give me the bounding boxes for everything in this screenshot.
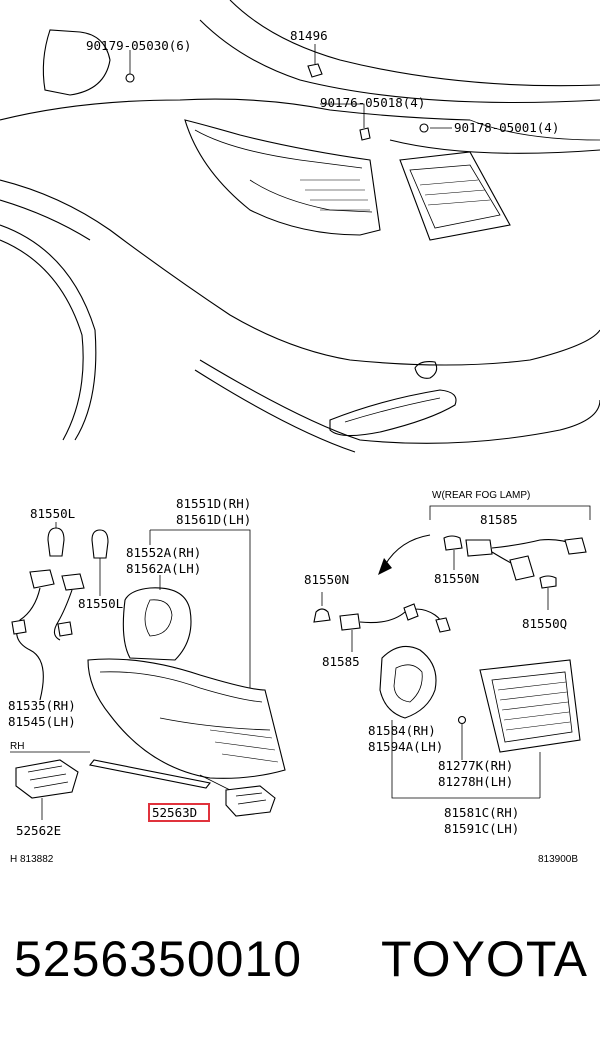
callout-81277K: 81277K(RH)	[438, 758, 513, 773]
parts-diagram: 90179-05030(6) 81496 90176-05018(4) 9017…	[0, 0, 600, 865]
car-rear-illustration	[0, 0, 600, 453]
callout-90178: 90178-05001(4)	[454, 120, 559, 135]
callout-81562A: 81562A(LH)	[126, 561, 201, 576]
callout-81545: 81545(LH)	[8, 714, 76, 729]
part-number: 5256350010	[14, 931, 303, 987]
callout-81551D: 81551D(RH)	[176, 496, 251, 511]
brand-name: TOYOTA	[381, 931, 588, 987]
figure-code-right: 813900B	[538, 854, 578, 865]
callout-81585-mid: 81585	[322, 654, 360, 669]
callout-81550L-top: 81550L	[30, 506, 75, 521]
footer: 5256350010 TOYOTA	[0, 930, 600, 1020]
callout-81535: 81535(RH)	[8, 698, 76, 713]
callout-81496: 81496	[290, 28, 328, 43]
callout-81584: 81584(RH)	[368, 723, 436, 738]
callout-90176: 90176-05018(4)	[320, 95, 425, 110]
callout-81550Q: 81550Q	[522, 616, 567, 631]
left-assembly-illustration	[10, 522, 286, 820]
callout-81561D: 81561D(LH)	[176, 512, 251, 527]
callout-81552A: 81552A(RH)	[126, 545, 201, 560]
callout-52562E: 52562E	[16, 823, 61, 838]
label-rh: RH	[10, 741, 24, 752]
callout-81278H: 81278H(LH)	[438, 774, 513, 789]
callout-81550N-right: 81550N	[434, 571, 479, 586]
callout-81591C: 81591C(LH)	[444, 821, 519, 836]
right-assembly-illustration	[313, 505, 591, 799]
callout-81585-top: 81585	[480, 512, 518, 527]
callout-90179: 90179-05030(6)	[86, 38, 191, 53]
note-rear-fog-lamp: W(REAR FOG LAMP)	[432, 490, 530, 501]
callout-52563D: 52563D	[152, 805, 197, 820]
callout-81550L-mid: 81550L	[78, 596, 123, 611]
highlight-box-52563D	[148, 803, 210, 822]
callout-81594A: 81594A(LH)	[368, 739, 443, 754]
callout-81581C: 81581C(RH)	[444, 805, 519, 820]
callout-81550N-left: 81550N	[304, 572, 349, 587]
figure-code-left: H 813882	[10, 854, 54, 865]
